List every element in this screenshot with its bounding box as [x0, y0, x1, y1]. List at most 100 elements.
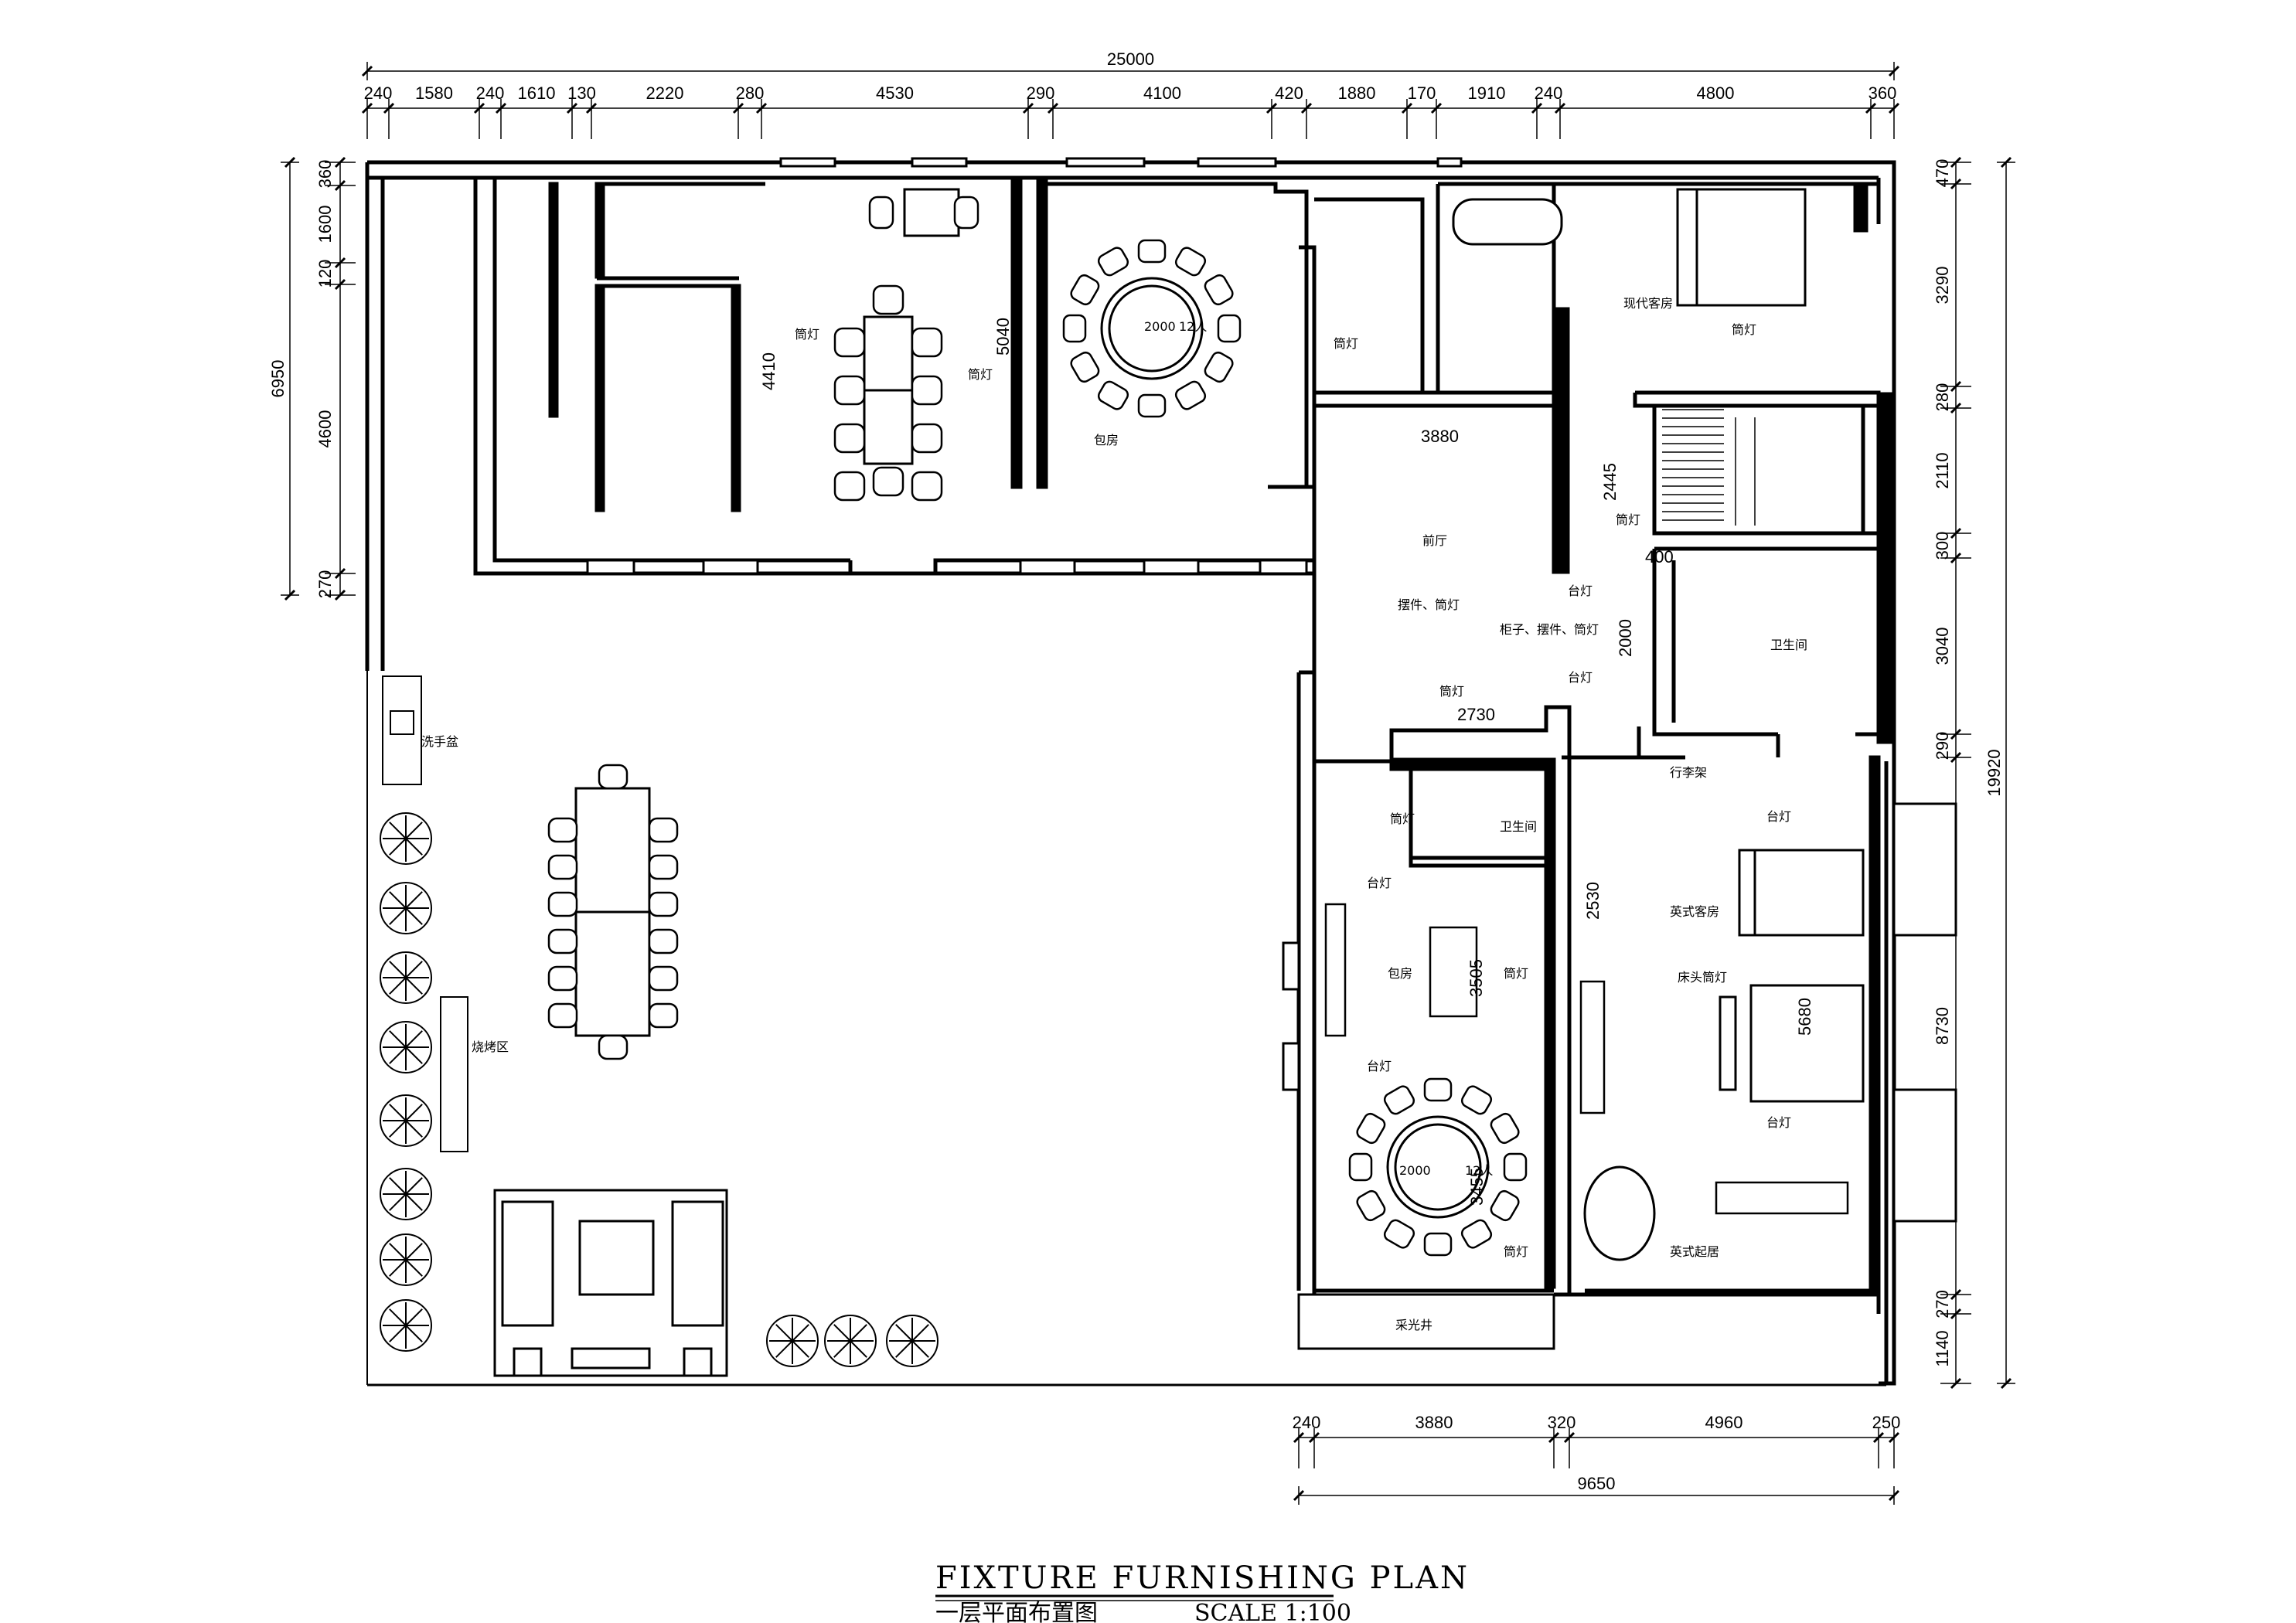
chair-ring-bottom: [1348, 1077, 1528, 1257]
top-dim-label: 290: [1027, 83, 1055, 103]
note-downlight-1: 筒灯: [795, 327, 819, 342]
top-dim-label: 420: [1275, 83, 1303, 103]
outdoor-dining-table: [574, 787, 651, 1037]
chair: [1204, 351, 1234, 383]
right-dim-total: 19920: [1984, 749, 2004, 796]
left-dim-total: 6950: [268, 360, 288, 398]
plan-scale: SCALE 1:100: [1194, 1600, 1351, 1623]
chair-ring-top: [1062, 239, 1242, 418]
right-dim-label: 3040: [1933, 628, 1952, 665]
inner-dimensions: 4410 5040 3880 2445 400 2000 2730 2530 3…: [759, 318, 1814, 1206]
bottom-dim-label: 3880: [1415, 1413, 1453, 1432]
left-dim-label: 360: [315, 160, 335, 189]
bed-bottom-2: [1719, 984, 1865, 1103]
note-table-lamp-6: 台灯: [1766, 1115, 1791, 1130]
chair: [1383, 1219, 1415, 1249]
room-label-english-bedroom: 英式客房: [1670, 904, 1719, 919]
chair: [1097, 247, 1129, 277]
note-downlight-4: 筒灯: [1732, 322, 1756, 337]
note-table-lamp-2: 台灯: [1568, 670, 1593, 685]
chair: [598, 764, 629, 790]
plan-title: FIXTURE FURNISHING PLAN: [935, 1560, 1470, 1596]
right-dim-label: 270: [1933, 1290, 1952, 1318]
table-seats-bottom: 12人: [1465, 1163, 1493, 1178]
tv-unit: [1324, 903, 1849, 1215]
chair: [547, 891, 578, 917]
chair: [648, 928, 679, 954]
top-dim-total: 25000: [1107, 49, 1154, 69]
note-downlight-5: 筒灯: [1616, 512, 1640, 527]
bed-bottom-1: [1738, 849, 1865, 937]
chair: [1423, 1232, 1453, 1257]
room-label-bbq: 烧烤区: [472, 1039, 509, 1054]
room-label-private-room-bottom: 包房: [1388, 966, 1412, 981]
inner-dim-5040: 5040: [993, 318, 1013, 356]
chair: [833, 327, 866, 358]
note-table-lamp-1: 台灯: [1568, 584, 1593, 598]
room-label-sunroom: 采光井: [1395, 1318, 1432, 1332]
top-dim-label: 2220: [646, 83, 684, 103]
chair: [833, 423, 866, 454]
chair: [1460, 1085, 1493, 1115]
note-downlight-8: 筒灯: [1504, 966, 1528, 981]
top-dim-label: 1910: [1468, 83, 1506, 103]
inner-dim-2730: 2730: [1457, 705, 1495, 724]
chair: [911, 327, 943, 358]
chair: [648, 891, 679, 917]
chair: [1062, 314, 1087, 343]
bottom-dim-label: 320: [1548, 1413, 1576, 1432]
chair: [648, 817, 679, 843]
right-dim-label: 2110: [1933, 452, 1952, 488]
inner-dim-3505: 3505: [1467, 959, 1486, 997]
room-label-private-room-top: 包房: [1094, 433, 1119, 447]
room-label-bathroom-right: 卫生间: [1770, 638, 1807, 652]
chair: [833, 471, 866, 502]
kitchen-chairs: [833, 196, 979, 502]
top-dim-label: 1580: [415, 83, 453, 103]
left-dim-label: 270: [315, 570, 335, 599]
top-dim-label: 280: [736, 83, 765, 103]
inner-dim-3455: 3455: [1467, 1168, 1487, 1206]
inner-dim-2000: 2000: [1616, 619, 1635, 657]
chair: [648, 1002, 679, 1029]
chair: [872, 466, 904, 497]
top-dim-label: 4100: [1143, 83, 1181, 103]
staircase: [1662, 409, 1756, 526]
note-table-lamp-5: 台灯: [1766, 809, 1791, 824]
left-dim-label: 120: [315, 260, 335, 288]
bottom-dim-label: 4960: [1705, 1413, 1743, 1432]
right-dim-label: 8730: [1933, 1007, 1952, 1045]
inner-dim-400: 400: [1645, 547, 1674, 567]
note-downlight-7: 筒灯: [1390, 812, 1415, 826]
chair: [1070, 274, 1100, 306]
chair: [911, 375, 943, 406]
note-downlight-3: 筒灯: [1334, 336, 1358, 351]
right-dim-label: 1140: [1933, 1330, 1952, 1366]
chair: [547, 928, 578, 954]
chair: [547, 817, 578, 843]
chair: [1356, 1112, 1386, 1145]
chair: [872, 284, 904, 315]
chair: [868, 196, 894, 230]
chair: [1423, 1077, 1453, 1102]
top-dim-label: 240: [1535, 83, 1563, 103]
chair: [1490, 1189, 1520, 1222]
chair: [1174, 380, 1207, 410]
round-table-top: [1100, 277, 1204, 380]
note-display-downlight: 摆件、筒灯: [1398, 597, 1460, 612]
room-label-wash-basin: 洗手盆: [421, 734, 458, 749]
right-dim-label: 3290: [1933, 267, 1952, 305]
bbq-grill: [440, 996, 468, 1152]
bottom-dim-label: 250: [1872, 1413, 1901, 1432]
room-label-luggage: 行李架: [1670, 765, 1707, 780]
chair: [648, 965, 679, 992]
outdoor-chairs: [547, 764, 679, 1060]
note-downlight-9: 筒灯: [1504, 1244, 1528, 1259]
inner-dim-4410: 4410: [759, 352, 778, 390]
top-dim-label: 170: [1408, 83, 1436, 103]
room-labels: 现代客房 包房 前厅 卫生间 卫生间 行李架 英式客房 英式起居 包房 烧烤区 …: [421, 296, 1807, 1332]
wash-basin-unit: [382, 675, 422, 785]
